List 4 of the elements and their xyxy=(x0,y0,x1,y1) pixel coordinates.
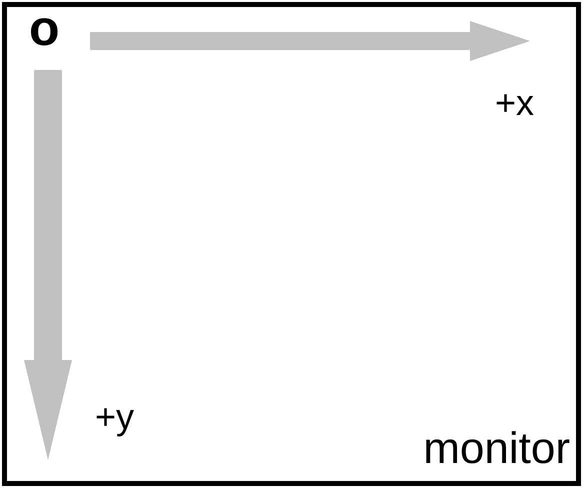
axis-label: +y xyxy=(95,399,134,435)
monitor-label: monitor xyxy=(423,427,570,471)
origin-label: o xyxy=(29,3,60,53)
axis-label: +x xyxy=(495,85,534,121)
